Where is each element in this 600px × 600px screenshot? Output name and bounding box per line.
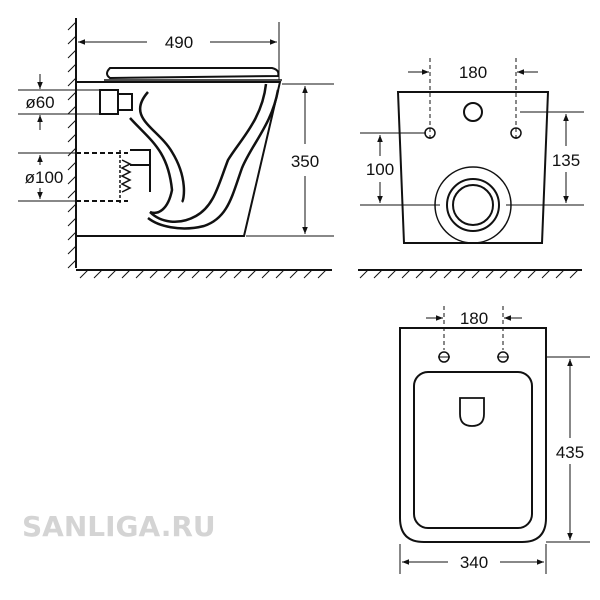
inlet-diameter-label: ø60 bbox=[25, 93, 54, 112]
side-view: 490 350 ø60 ø100 bbox=[18, 18, 334, 279]
top-flush-hole bbox=[459, 397, 485, 427]
top-length-label: 435 bbox=[556, 443, 584, 462]
top-width-label: 340 bbox=[460, 553, 488, 572]
rear-floor bbox=[358, 269, 582, 279]
outlet-pipe bbox=[76, 150, 132, 204]
watermark-text: SANLIGA.RU bbox=[22, 510, 216, 543]
wall bbox=[67, 18, 77, 269]
inlet-hole bbox=[463, 102, 483, 122]
dimension-height-350: 350 bbox=[246, 83, 334, 237]
top-outer-outline bbox=[399, 327, 547, 543]
top-bolt-left bbox=[438, 351, 450, 363]
dimension-width-490: 490 bbox=[78, 22, 280, 80]
rear-body-outline bbox=[396, 91, 550, 244]
outlet-opening bbox=[434, 166, 512, 244]
dimension-inlet-60: ø60 bbox=[18, 74, 102, 130]
top-dimension-180: 180 bbox=[426, 306, 522, 350]
bowl-outline bbox=[76, 67, 282, 237]
top-bolt-right bbox=[497, 351, 509, 363]
rear-outlet-height-label: 100 bbox=[366, 160, 394, 179]
top-view: 180 435 340 bbox=[399, 306, 590, 574]
height-label-350: 350 bbox=[291, 152, 319, 171]
floor bbox=[76, 269, 332, 279]
top-bolt-spacing-label: 180 bbox=[460, 309, 488, 328]
rear-dimension-180: 180 bbox=[408, 58, 538, 140]
top-dimension-340: 340 bbox=[399, 544, 547, 574]
rear-dimension-135: 135 bbox=[506, 111, 584, 206]
rear-dimension-100: 100 bbox=[360, 132, 440, 206]
rear-bolt-spacing-label: 180 bbox=[459, 63, 487, 82]
dimension-outlet-100: ø100 bbox=[18, 152, 76, 202]
top-dimension-435: 435 bbox=[546, 356, 590, 543]
outlet-diameter-label: ø100 bbox=[25, 168, 64, 187]
rear-bolt-height-label: 135 bbox=[552, 151, 580, 170]
rear-view: 180 100 135 bbox=[358, 58, 584, 279]
top-seat-opening bbox=[413, 371, 533, 529]
width-label-490: 490 bbox=[165, 33, 193, 52]
